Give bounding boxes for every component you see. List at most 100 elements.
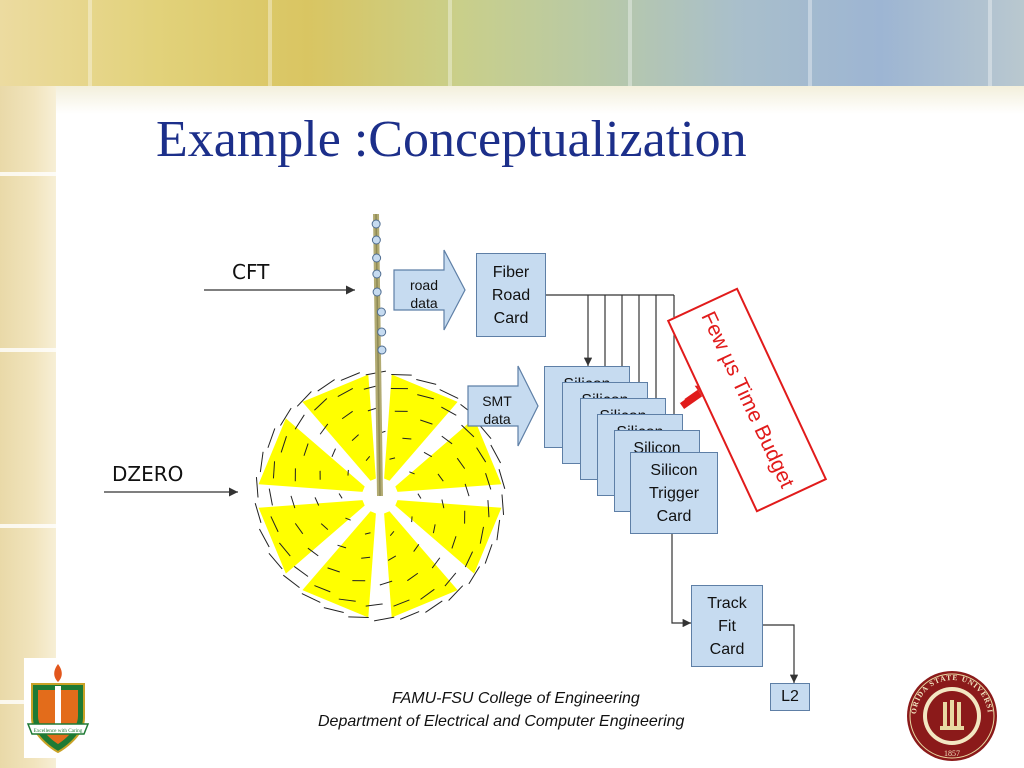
- silicon-trigger-card: Silicon Trigger Card: [630, 452, 718, 534]
- detector-strip: [439, 389, 459, 399]
- background-top-fade: [56, 86, 1024, 114]
- detector-wedge: [302, 374, 376, 481]
- detector-strip: [307, 547, 319, 557]
- detector-strip: [441, 499, 445, 509]
- detector-strip: [437, 473, 444, 482]
- torch-icon: [940, 700, 964, 730]
- slide-title: Example :Conceptualization: [156, 111, 747, 168]
- detector-strip: [319, 423, 329, 435]
- detector-strip: [420, 419, 433, 425]
- smt-data-label: SMT data: [482, 393, 512, 427]
- detector-strip: [272, 461, 276, 479]
- track-hit-dot: [377, 345, 387, 355]
- footer-department: Department of Electrical and Computer En…: [318, 713, 685, 730]
- road-data-arrow: [393, 249, 466, 331]
- detector-strip: [317, 379, 335, 392]
- detector-strip: [461, 424, 475, 438]
- fiber-road-card: Fiber Road Card: [476, 253, 546, 337]
- track-hit-dot: [377, 327, 387, 337]
- track-hit-dot: [371, 235, 381, 245]
- detector-strip: [279, 542, 291, 557]
- detector-strip: [409, 471, 415, 475]
- background-left-texture: [0, 0, 56, 768]
- detector-strip: [301, 593, 321, 603]
- torch-flame-icon: [54, 664, 62, 682]
- detector-strip: [314, 398, 328, 411]
- detector-strip: [400, 611, 420, 620]
- trackfit-to-l2-arrow: [763, 624, 799, 683]
- detector-strip: [468, 566, 480, 585]
- track-hit-dot: [372, 287, 382, 297]
- detector-strip: [389, 531, 395, 537]
- detector-strip: [391, 374, 412, 376]
- detector-strip: [416, 379, 437, 385]
- detector-strip: [340, 372, 360, 381]
- detector-wedge: [395, 418, 502, 492]
- track-hit-dots: [371, 219, 387, 355]
- detector-strip: [351, 434, 359, 442]
- detector-strip: [255, 477, 259, 498]
- detector-strip: [487, 500, 490, 518]
- detector-strip: [451, 536, 457, 549]
- detector-wedge: [258, 418, 365, 492]
- detector-strip: [270, 516, 279, 533]
- detector-strip: [280, 436, 287, 453]
- detector-strip: [498, 469, 506, 489]
- detector-strip: [485, 473, 492, 490]
- detector-strip: [448, 585, 464, 601]
- detector-strip: [268, 488, 273, 506]
- detector-strip: [364, 532, 371, 535]
- detector-strip: [431, 557, 441, 569]
- detector-strip: [407, 572, 419, 582]
- silicon-to-trackfit-arrow: [671, 534, 691, 628]
- detector-strip: [331, 448, 336, 458]
- detector-strip: [374, 616, 395, 622]
- detector-strip: [441, 435, 453, 445]
- detector-wedges: [258, 374, 502, 618]
- detector-strip: [444, 572, 457, 587]
- detector-strip: [320, 523, 329, 530]
- detector-strip: [496, 519, 501, 541]
- detector-strip: [280, 407, 292, 426]
- detector-strip: [294, 414, 305, 430]
- detector-strip: [464, 551, 474, 568]
- detector-strip: [268, 553, 283, 570]
- detector-strip: [341, 410, 353, 420]
- detector-strip: [476, 447, 487, 463]
- detector-strip: [345, 517, 351, 521]
- detector-strip: [423, 451, 433, 458]
- detector-wedge: [302, 511, 376, 618]
- detector-wedge: [384, 374, 458, 481]
- detector-strip: [417, 493, 422, 499]
- detector-strip: [464, 483, 470, 497]
- detector-strip: [389, 457, 396, 460]
- detector-strip: [293, 566, 309, 577]
- detector-strip: [348, 616, 369, 618]
- detector-strip: [338, 493, 343, 499]
- fsu-seal-year: 1857: [944, 749, 960, 758]
- detector-strip: [441, 406, 457, 416]
- track-hit-dot: [371, 219, 381, 229]
- detector-strip: [501, 494, 505, 515]
- detector-strip: [338, 598, 356, 602]
- road-data-label: road data: [409, 277, 439, 311]
- detector-strip: [282, 574, 300, 589]
- detector-strip: [413, 544, 420, 552]
- detector-strip: [490, 444, 502, 464]
- detector-wedge: [258, 500, 365, 574]
- detector-strip: [254, 503, 262, 523]
- detector-strip: [294, 523, 304, 535]
- track-fit-card: Track Fit Card: [691, 585, 763, 667]
- detector-strip: [337, 387, 354, 398]
- track-hit-dot: [372, 269, 382, 279]
- detector-strip: [314, 497, 320, 506]
- detector-strip: [425, 600, 443, 613]
- l2-box: L2: [770, 683, 810, 711]
- detector-strip: [393, 599, 410, 607]
- detector-strip: [314, 585, 331, 593]
- dzero-label: DZERO: [112, 462, 184, 486]
- detector-strip: [258, 528, 270, 548]
- background-top-banner: [0, 0, 1024, 86]
- detector-strip: [456, 457, 466, 469]
